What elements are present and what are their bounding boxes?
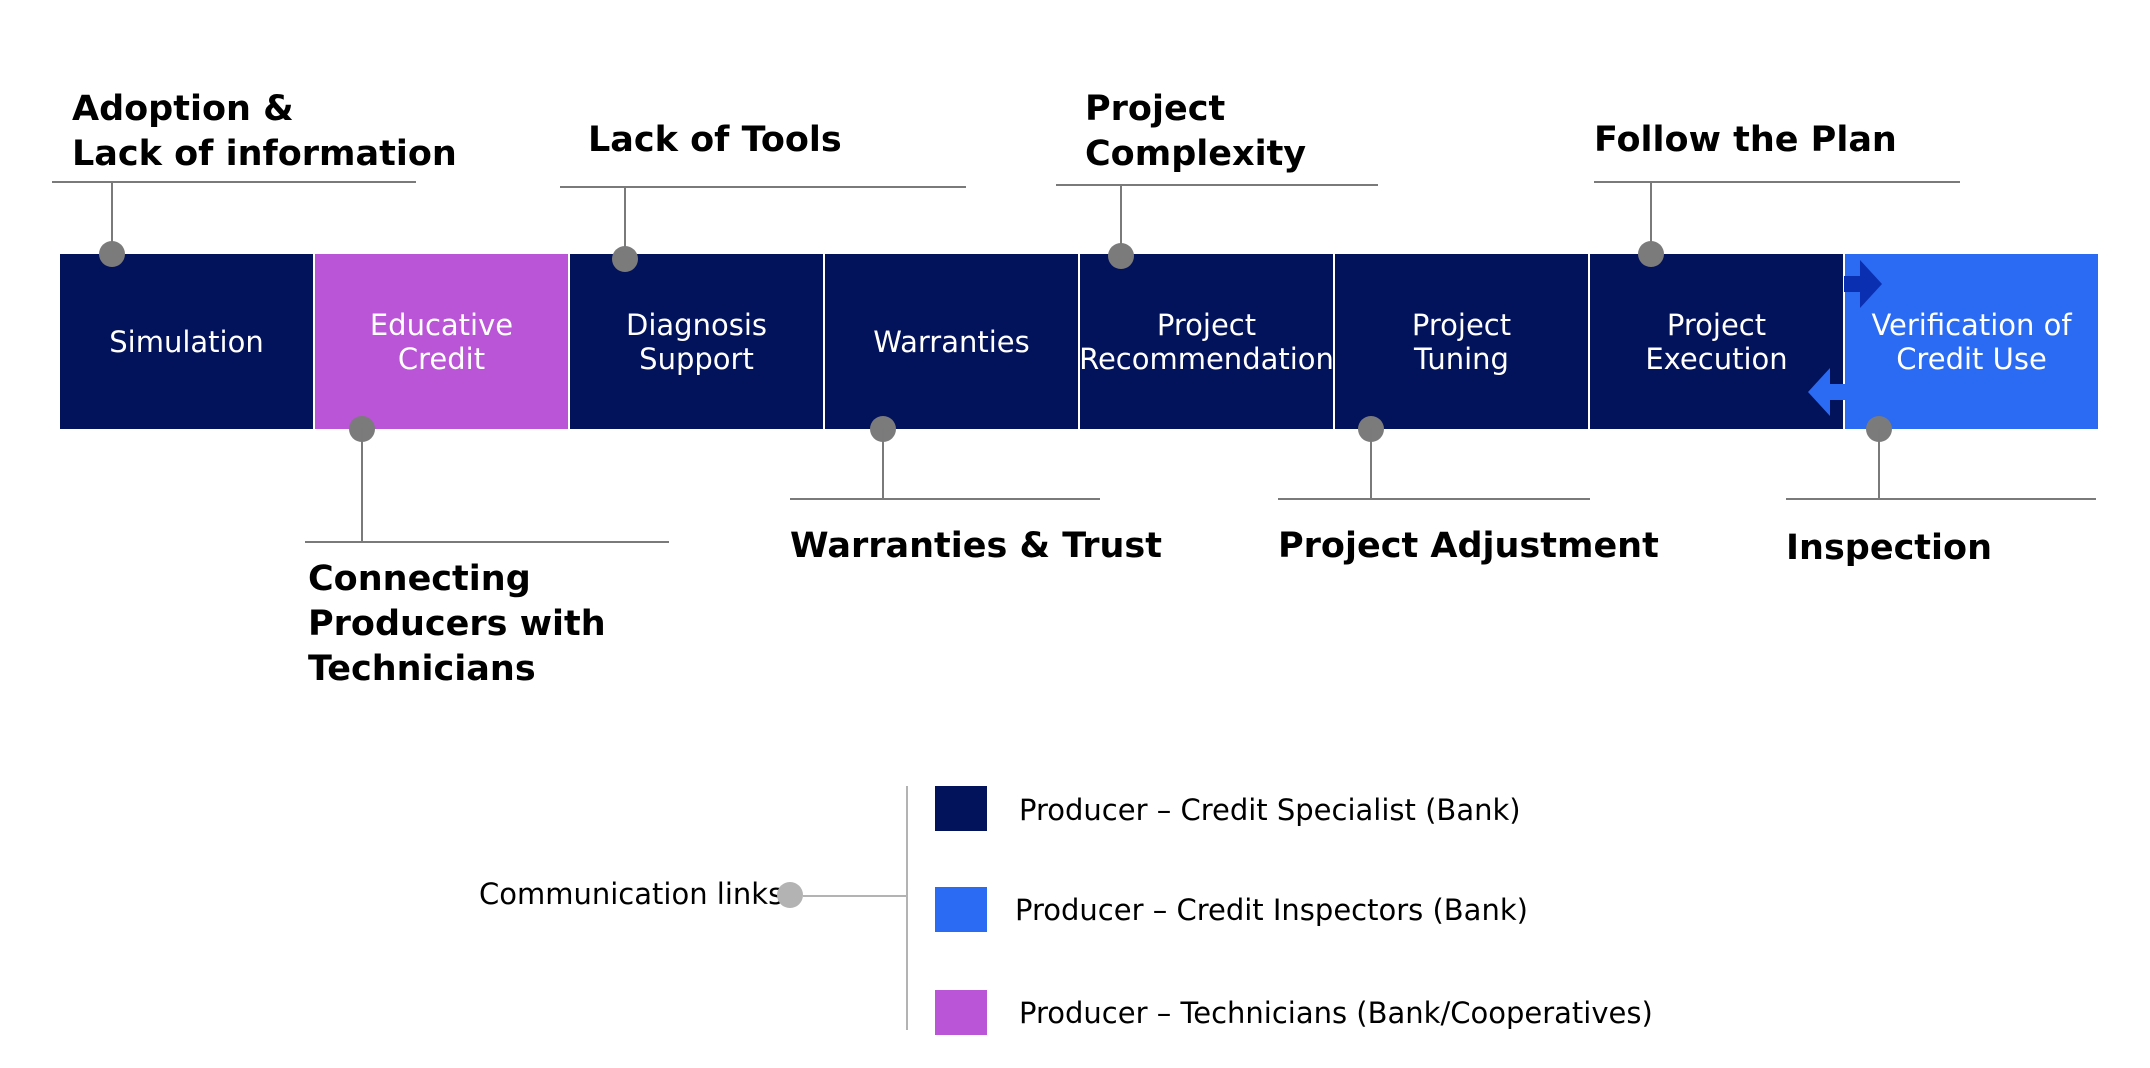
annotation-stem xyxy=(1120,185,1122,257)
annotation-label: Project Adjustment xyxy=(1278,526,1659,566)
annotation-label: Inspection xyxy=(1786,528,1993,568)
annotation-label: Warranties & Trust xyxy=(790,526,1162,566)
stage-diagnosis-support: Diagnosis Support xyxy=(570,254,823,429)
annotation-label: Project Complexity xyxy=(1085,89,1307,174)
stage-project-tuning: Project Tuning xyxy=(1335,254,1588,429)
legend-item-specialist: Producer – Credit Specialist (Bank) xyxy=(1019,793,1521,827)
annotation-line xyxy=(52,181,416,183)
link-dot xyxy=(612,246,638,272)
legend-item-technician: Producer – Technicians (Bank/Cooperative… xyxy=(1019,996,1653,1030)
legend-connector xyxy=(803,895,907,897)
link-dot xyxy=(1108,243,1134,269)
annotation-stem xyxy=(1650,182,1652,254)
annotation-line xyxy=(790,498,1100,500)
stage-educative-credit: Educative Credit xyxy=(315,254,568,429)
annotation-stem xyxy=(111,182,113,254)
annotation-stem xyxy=(624,187,626,257)
annotation-label: Connecting Producers with Technicians xyxy=(308,559,606,689)
stage-project-recommendation: Project Recommendation xyxy=(1079,254,1334,429)
legend-swatch-technician xyxy=(935,990,987,1035)
legend-item-inspector: Producer – Credit Inspectors (Bank) xyxy=(1015,893,1528,927)
link-dot xyxy=(99,241,125,267)
annotation-label: Lack of Tools xyxy=(588,120,842,160)
annotation-line xyxy=(305,541,669,543)
annotation-label: Adoption & Lack of information xyxy=(72,89,457,174)
stage-simulation: Simulation xyxy=(60,254,313,429)
annotation-line xyxy=(1278,498,1590,500)
legend-swatch-specialist xyxy=(935,786,987,831)
stage-project-execution: Project Execution xyxy=(1590,254,1843,429)
annotation-stem xyxy=(1878,429,1880,499)
annotation-line xyxy=(1594,181,1960,183)
stage-verification-of-credit-use: Verification of Credit Use xyxy=(1845,254,2098,429)
annotation-stem xyxy=(882,429,884,499)
legend-swatch-inspector xyxy=(935,887,987,932)
annotation-line xyxy=(1786,498,2096,500)
annotation-line xyxy=(560,186,966,188)
exchange-arrows xyxy=(1808,260,1882,416)
annotation-line xyxy=(1056,184,1378,186)
annotation-stem xyxy=(361,429,363,541)
link-dot xyxy=(1638,241,1664,267)
arrow-left-icon xyxy=(1808,368,1846,416)
arrow-right-icon xyxy=(1844,260,1882,308)
legend-bracket xyxy=(906,786,908,1030)
annotation-label: Follow the Plan xyxy=(1594,120,1897,160)
legend-dot xyxy=(777,882,803,908)
stage-warranties: Warranties xyxy=(825,254,1078,429)
annotation-stem xyxy=(1370,429,1372,499)
legend-title: Communication links xyxy=(479,877,784,911)
